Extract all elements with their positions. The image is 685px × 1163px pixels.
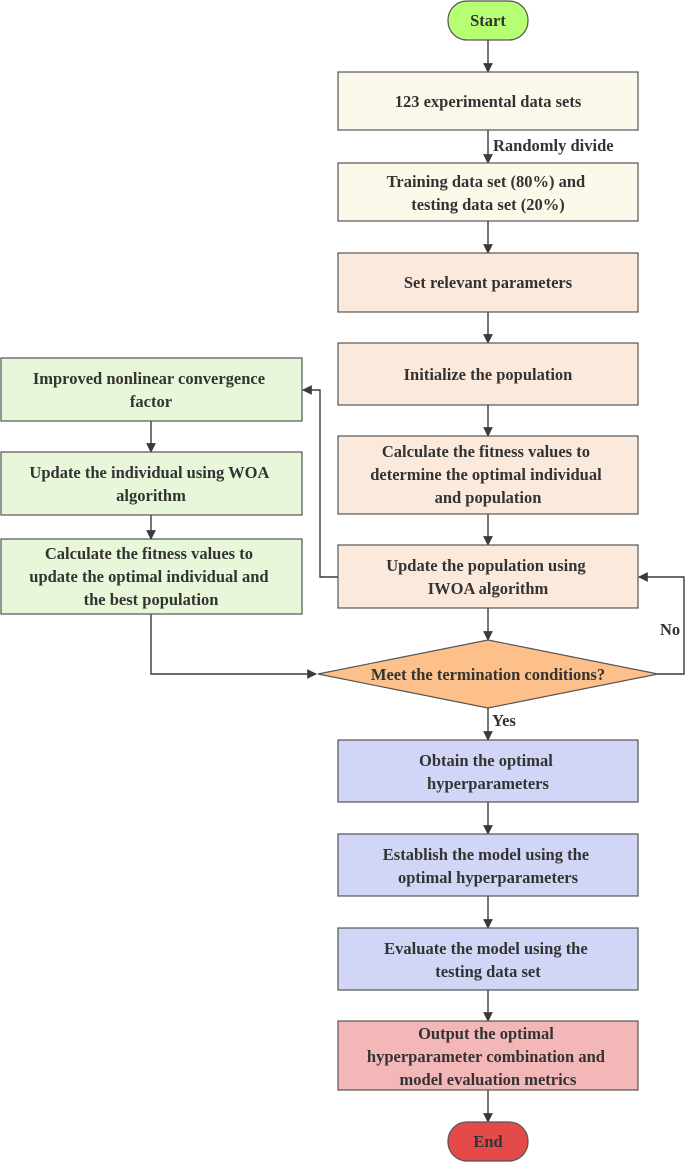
output-results-label: Output the optimal hyperparameter combin… [367, 1024, 609, 1089]
edge-no-loop [638, 572, 685, 675]
establish-model-box [337, 833, 639, 897]
update-iwoa-box [337, 544, 639, 609]
split-data-label: Training data set (80%) and testing data… [387, 172, 590, 214]
termination-decision-label: Meet the termination conditions? [371, 665, 605, 684]
output-results-box [337, 1020, 639, 1091]
label-randomly-divide: Randomly divide [493, 136, 614, 155]
obtain-hyperparameters-box [337, 739, 639, 803]
start-terminal [447, 0, 529, 41]
calculate-update-label: Calculate the fitness values to update t… [29, 544, 272, 609]
evaluate-model-box [337, 927, 639, 991]
improved-convergence-box [0, 357, 303, 422]
obtain-hyperparameters-label: Obtain the optimal hyperparameters [419, 751, 557, 793]
end-label: End [473, 1132, 502, 1151]
calculate-update-box [0, 538, 303, 615]
set-parameters-label: Set relevant parameters [404, 273, 573, 292]
termination-decision [317, 639, 659, 709]
end-terminal [447, 1121, 529, 1162]
set-parameters-box [337, 252, 639, 313]
data-sets-box [337, 71, 639, 131]
connectors [146, 40, 685, 1123]
calculate-fitness-box [337, 435, 639, 515]
label-yes: Yes [492, 711, 516, 730]
establish-model-label: Establish the model using the optimal hy… [383, 845, 593, 887]
start-label: Start [470, 11, 506, 30]
initialize-population-box [337, 342, 639, 406]
data-sets-label: 123 experimental data sets [395, 92, 582, 111]
calculate-fitness-label: Calculate the fitness values to determin… [370, 442, 606, 507]
edge-update-to-improved [302, 385, 338, 578]
initialize-population-label: Initialize the population [404, 365, 573, 384]
update-woa-label: Update the individual using WOA algorith… [29, 463, 272, 505]
evaluate-model-label: Evaluate the model using the testing dat… [384, 939, 592, 981]
split-data-box [337, 162, 639, 222]
label-no: No [660, 620, 680, 639]
update-woa-box [0, 451, 303, 516]
edge-calc-to-decision [150, 614, 317, 679]
improved-convergence-label: Improved nonlinear convergence factor [33, 369, 269, 411]
update-iwoa-label: Update the population using IWOA algorit… [386, 556, 590, 598]
